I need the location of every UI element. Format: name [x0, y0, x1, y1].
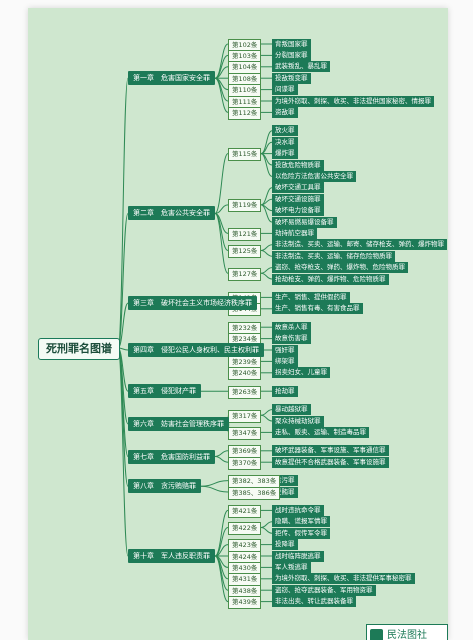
crime-node: 破坏易燃易爆设备罪	[272, 216, 337, 228]
crime-node: 背叛国家罪	[272, 38, 311, 50]
crime-node: 战时违抗命令罪	[272, 504, 324, 516]
crime-node: 生产、销售有毒、有害食品罪	[272, 303, 363, 315]
article-node: 第438条	[228, 584, 262, 598]
crime-node: 受贿罪	[272, 486, 298, 498]
article-node: 第317条	[228, 409, 262, 423]
chapter-node: 第三章 破坏社会主义市场经济秩序罪	[128, 296, 257, 311]
crime-node: 非法制造、买卖、运输、储存危险物质罪	[272, 250, 395, 262]
chapter-node: 第四章 侵犯公民人身权利、民主权利罪	[128, 343, 264, 357]
chapter-node: 第五章 侵犯财产罪	[128, 384, 201, 399]
crime-node: 投降罪	[272, 539, 298, 551]
crime-node: 分裂国家罪	[272, 49, 311, 61]
crime-node: 爆炸罪	[272, 148, 298, 160]
crime-node: 战时临阵脱逃罪	[272, 550, 324, 562]
crime-node: 武装叛乱、暴乱罪	[272, 61, 330, 73]
crime-node: 劫持航空器罪	[272, 227, 317, 239]
crime-node: 抢劫枪支、弹药、爆炸物、危险物质罪	[272, 273, 389, 285]
crime-node: 间谍罪	[272, 84, 298, 96]
article-node: 第347条	[228, 426, 262, 440]
crime-node: 盗窃、抢夺武器装备、军用物资罪	[272, 584, 376, 596]
article-node: 第115条	[228, 148, 262, 162]
article-node: 第385、386条	[228, 486, 281, 500]
article-node: 第119条	[228, 199, 262, 213]
chapter-node: 第七章 危害国防利益罪	[128, 449, 215, 464]
crime-node: 资敌罪	[272, 106, 298, 118]
mind-map-canvas: 死刑罪名图谱 民法图社 背叛国家罪第102条分裂国家罪第103条武装叛乱、暴乱罪…	[28, 8, 448, 640]
article-node: 第370条	[228, 456, 262, 470]
crime-node: 盗窃、抢夺枪支、弹药、爆炸物、危险物质罪	[272, 262, 408, 274]
article-node: 第422条	[228, 522, 262, 535]
crime-node: 生产、销售、提供假药罪	[272, 291, 350, 303]
crime-node: 决水罪	[272, 136, 298, 148]
chapter-node: 第六章 妨害社会管理秩序罪	[128, 416, 229, 431]
chapter-node: 第十章 军人违反职责罪	[128, 549, 215, 563]
root-node: 死刑罪名图谱	[38, 338, 120, 360]
crime-node: 非法制造、买卖、运输、邮寄、储存枪支、弹药、爆炸物罪	[272, 239, 447, 251]
logo-text: 民法图社	[387, 630, 427, 640]
publisher-logo: 民法图社	[366, 624, 448, 640]
crime-node: 非法出卖、转让武器装备罪	[272, 596, 356, 608]
crime-node: 故意杀人罪	[272, 321, 311, 333]
crime-node: 放火罪	[272, 125, 298, 137]
crime-node: 破坏电力设备罪	[272, 205, 324, 217]
crime-node: 投放危险物质罪	[272, 159, 324, 171]
crime-node: 绑架罪	[272, 355, 298, 367]
crime-node: 以危险方法危害公共安全罪	[272, 170, 356, 182]
crime-node: 破坏交通工具罪	[272, 182, 324, 194]
crime-node: 贪污罪	[272, 475, 298, 487]
crime-node: 军人叛逃罪	[272, 561, 311, 573]
article-node: 第127条	[228, 267, 262, 281]
crime-node: 走私、贩卖、运输、制造毒品罪	[272, 426, 369, 438]
article-node: 第240条	[228, 367, 262, 381]
chapter-node: 第八章 贪污贿赂罪	[128, 479, 201, 494]
crime-node: 破坏交通设施罪	[272, 193, 324, 205]
crime-node: 拒传、假传军令罪	[272, 527, 330, 539]
article-node: 第263条	[228, 385, 262, 399]
crime-node: 故意伤害罪	[272, 333, 311, 345]
crime-node: 故意提供不合格武器装备、军事设施罪	[272, 456, 389, 468]
article-node: 第121条	[228, 227, 262, 241]
crime-node: 为境外窃取、刺探、收买、非法提供军事秘密罪	[272, 573, 415, 585]
crime-node: 隐瞒、谎报军情罪	[272, 516, 330, 528]
article-node: 第125条	[228, 245, 262, 258]
crime-node: 破坏武器装备、军事设施、军事通信罪	[272, 445, 389, 457]
article-node: 第421条	[228, 504, 262, 518]
crime-node: 抢劫罪	[272, 385, 298, 397]
article-node: 第104条	[228, 61, 262, 75]
chapter-node: 第二章 危害公共安全罪	[128, 206, 215, 221]
article-node: 第439条	[228, 596, 262, 610]
crime-node: 暴动越狱罪	[272, 404, 311, 416]
chapter-node: 第一章 危害国家安全罪	[128, 71, 215, 86]
article-node: 第112条	[228, 106, 262, 120]
crime-node: 投敌叛变罪	[272, 72, 311, 84]
crime-node: 聚众持械劫狱罪	[272, 415, 324, 427]
logo-icon	[370, 629, 383, 640]
crime-node: 为境外窃取、刺探、收买、非法提供国家秘密、情报罪	[272, 95, 434, 107]
crime-node: 强奸罪	[272, 344, 298, 356]
crime-node: 拐卖妇女、儿童罪	[272, 367, 330, 379]
